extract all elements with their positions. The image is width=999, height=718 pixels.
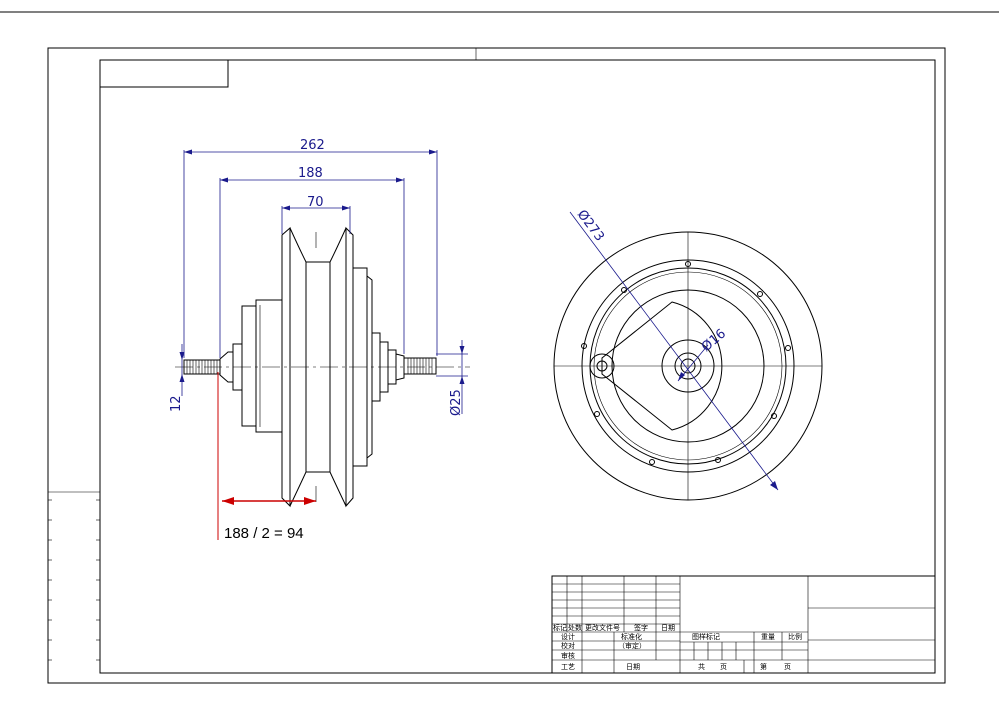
tb-page2: 页 (784, 663, 791, 671)
tb-check: 校对 (561, 641, 575, 650)
dim-70-label: 70 (307, 195, 324, 210)
tb-scale: 比例 (788, 632, 802, 641)
tb-approve: （审定） (618, 641, 646, 650)
side-view: 262 188 70 12 Ø25 188 (169, 138, 470, 542)
tb-doc: 更改文件号 (585, 623, 620, 632)
half-width-note: 188 / 2 = 94 (224, 525, 304, 542)
tb-mark: 标记 (553, 623, 567, 632)
tb-total: 共 (698, 662, 705, 671)
tb-weight: 重量 (761, 633, 775, 641)
tb-page: 页 (720, 663, 727, 671)
tb-design: 设计 (561, 632, 575, 641)
dim-188-label: 188 (298, 166, 323, 181)
tb-sheet: 第 (760, 662, 767, 671)
tb-sign: 签字 (634, 623, 648, 632)
tb-review: 审核 (561, 651, 575, 660)
front-view: Ø273 Ø16 (553, 207, 823, 501)
dim-262-label: 262 (300, 138, 325, 153)
half-width-annotation (217, 372, 316, 540)
tb-standard: 标准化 (621, 632, 642, 641)
title-block: 标记 处数 更改文件号 签字 日期 设计 校对 审核 工艺 标准化 （审定） 日… (551, 575, 936, 674)
tb-count: 处数 (568, 623, 582, 632)
dim-25-label: Ø25 (449, 389, 464, 416)
tb-drawing-mark: 图样标记 (692, 632, 720, 641)
tb-date: 日期 (661, 624, 675, 632)
tb-process: 工艺 (561, 663, 575, 671)
sheet-frame (0, 11, 999, 684)
dim-12-label: 12 (169, 395, 184, 412)
tb-date2: 日期 (626, 663, 640, 671)
